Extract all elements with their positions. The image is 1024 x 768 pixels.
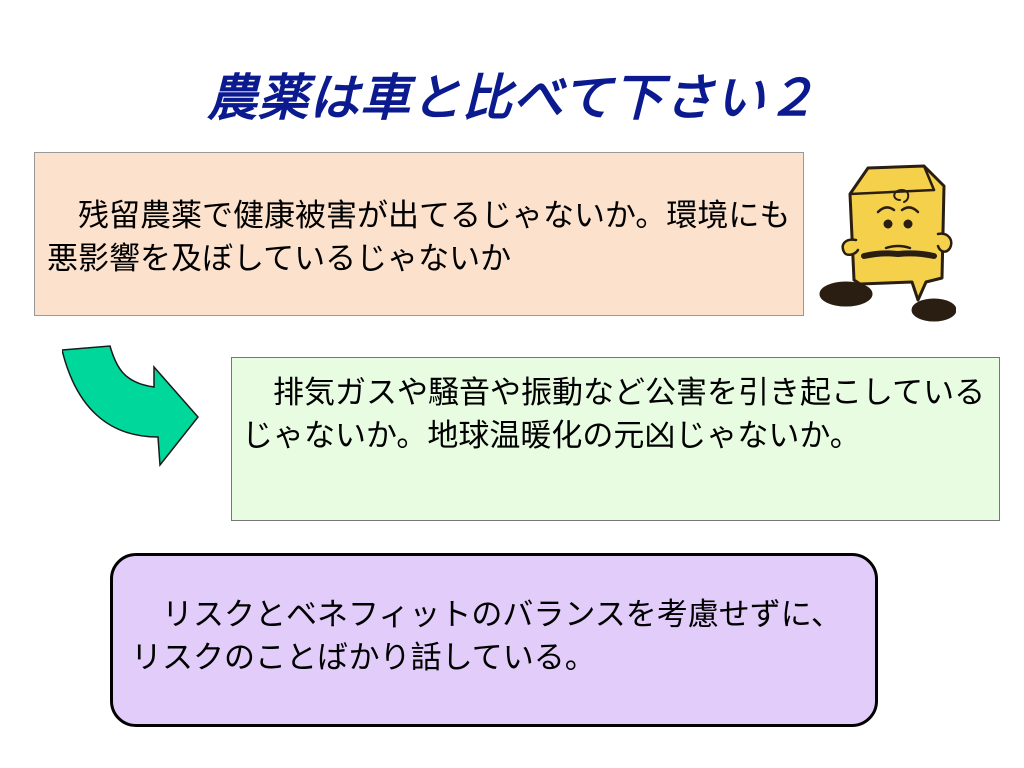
curved-arrow-icon <box>62 345 199 467</box>
statement-box-car: 排気ガスや騒音や振動など公害を引き起こしているじゃないか。地球温暖化の元凶じゃな… <box>231 357 1000 521</box>
slide-title: 農薬は車と比べて下さい２ <box>207 69 817 127</box>
conclusion-box: リスクとベネフィットのバランスを考慮せずに、リスクのことばかり話している。 <box>110 553 878 727</box>
pesticide-bag-mascot-icon <box>819 164 956 322</box>
statement-box-pesticide: 残留農薬で健康被害が出てるじゃないか。環境にも悪影響を及ぼしているじゃないか <box>34 152 804 316</box>
